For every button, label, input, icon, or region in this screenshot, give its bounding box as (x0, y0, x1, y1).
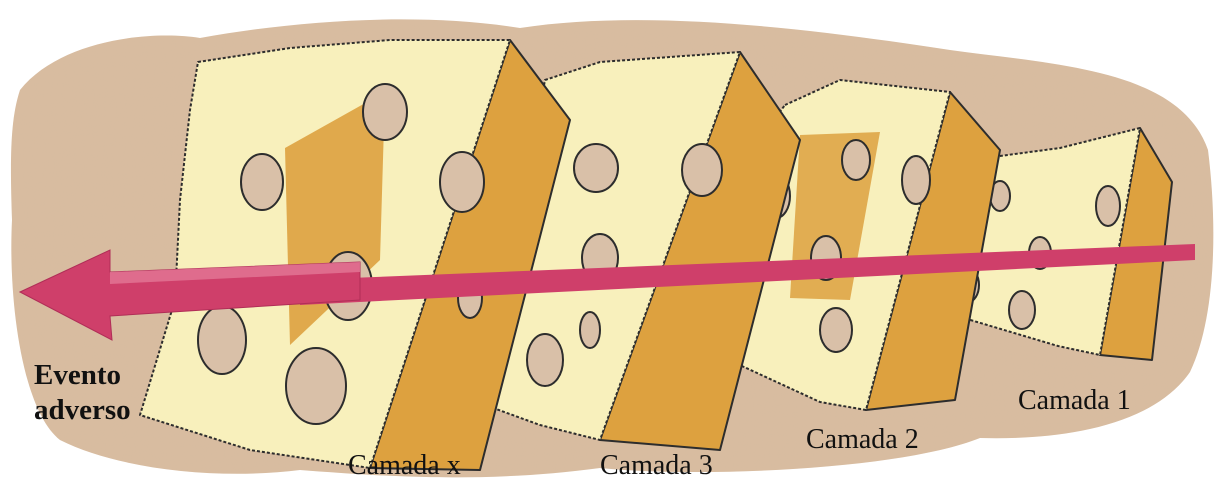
layer-label-1: Camada 1 (1018, 385, 1131, 417)
layer-label-2: Camada 2 (806, 424, 919, 456)
event-label-line2: adverso (34, 393, 131, 428)
event-label: Evento adverso (34, 358, 131, 428)
layer-label-3: Camada 3 (600, 450, 713, 482)
event-label-line1: Evento (34, 358, 131, 393)
layer-label-x: Camada x (348, 450, 461, 482)
